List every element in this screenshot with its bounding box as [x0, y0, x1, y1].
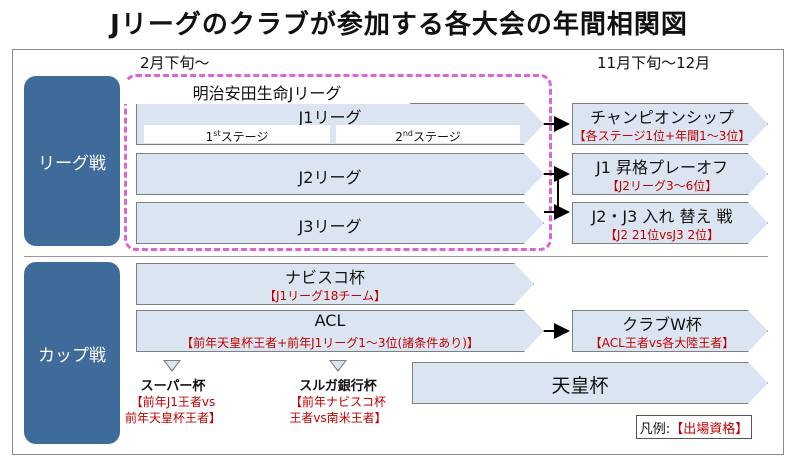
j1-playoff-qualification: 【J2リーグ3〜6位】 [606, 179, 718, 193]
j1-stage1: 1stステージ [144, 125, 330, 144]
nabisco-label: ナビスコ杯 [284, 268, 365, 287]
super-cup-qualification-1: 【前年J1王者vs [130, 395, 216, 409]
championship-box [572, 103, 768, 145]
club-wc-qualification: 【ACL王者vs各大陸王者】 [589, 336, 735, 350]
diagram-frame [12, 49, 784, 455]
period-start: 2月下旬〜 [140, 54, 210, 72]
league-section-label: リーグ戦 [24, 76, 120, 246]
j2j3-playoff-box [572, 202, 768, 244]
j3-league-box [136, 202, 544, 244]
super-cup-label: スーパー杯 [140, 379, 206, 394]
suruga-cup-label: スルガ銀行杯 [299, 379, 377, 394]
meiji-group-outline [124, 74, 552, 251]
championship-label: チャンピオンシップ [590, 108, 734, 127]
j2j3-playoff-qualification: 【J2 21位vsJ3 2位】 [604, 228, 720, 242]
j2j3-playoff-label: J2・J3 入れ 替え 戦 [591, 207, 733, 226]
section-divider [24, 256, 768, 257]
suruga-cup-qualification-1: 【前年ナビスコ杯 [289, 395, 386, 409]
acl-box [136, 310, 544, 352]
club-wc-label: クラブW杯 [622, 315, 702, 334]
super-cup-marker-fill [165, 361, 179, 370]
diagram-title: Jリーグのクラブが参加する各大会の年間相関図 [110, 10, 688, 40]
nabisco-qualification: 【J1リーグ18チーム】 [263, 289, 387, 303]
club-wc-box [572, 310, 768, 352]
nabisco-box [136, 263, 534, 305]
acl-label: ACL [314, 311, 346, 330]
period-end: 11月下旬〜12月 [597, 54, 711, 72]
j1-league-label: J1リーグ [298, 108, 362, 127]
championship-qualification: 【各ステージ1位+年間1〜3位】 [573, 129, 751, 143]
legend-value: 【出場資格】 [670, 421, 749, 437]
suruga-cup-marker-fill [331, 361, 345, 370]
super-cup-qualification-2: 前年天皇杯王者】 [124, 411, 221, 425]
j1-stage2: 2ndステージ [336, 125, 520, 144]
acl-qualification: 【前年天皇杯王者+前年J1リーグ1〜3位(諸条件あり)】 [181, 336, 479, 350]
legend: 凡例:【出場資格】 [636, 415, 752, 439]
meiji-label: 明治安田生命Jリーグ [124, 80, 410, 104]
cup-section-label: カップ戦 [24, 262, 120, 444]
j2-league-label: J2リーグ [298, 168, 362, 187]
j1-playoff-box [572, 153, 768, 195]
suruga-cup-qualification-2: 王者vs南米王者】 [289, 411, 387, 425]
emperor-cup-box [412, 362, 768, 404]
j3-league-label: J3リーグ [298, 217, 362, 236]
legend-prefix: 凡例: [639, 421, 671, 437]
j1-playoff-label: J1 昇格プレーオフ [596, 158, 728, 177]
emperor-cup-label: 天皇杯 [551, 375, 609, 397]
j2-league-box [136, 153, 544, 195]
